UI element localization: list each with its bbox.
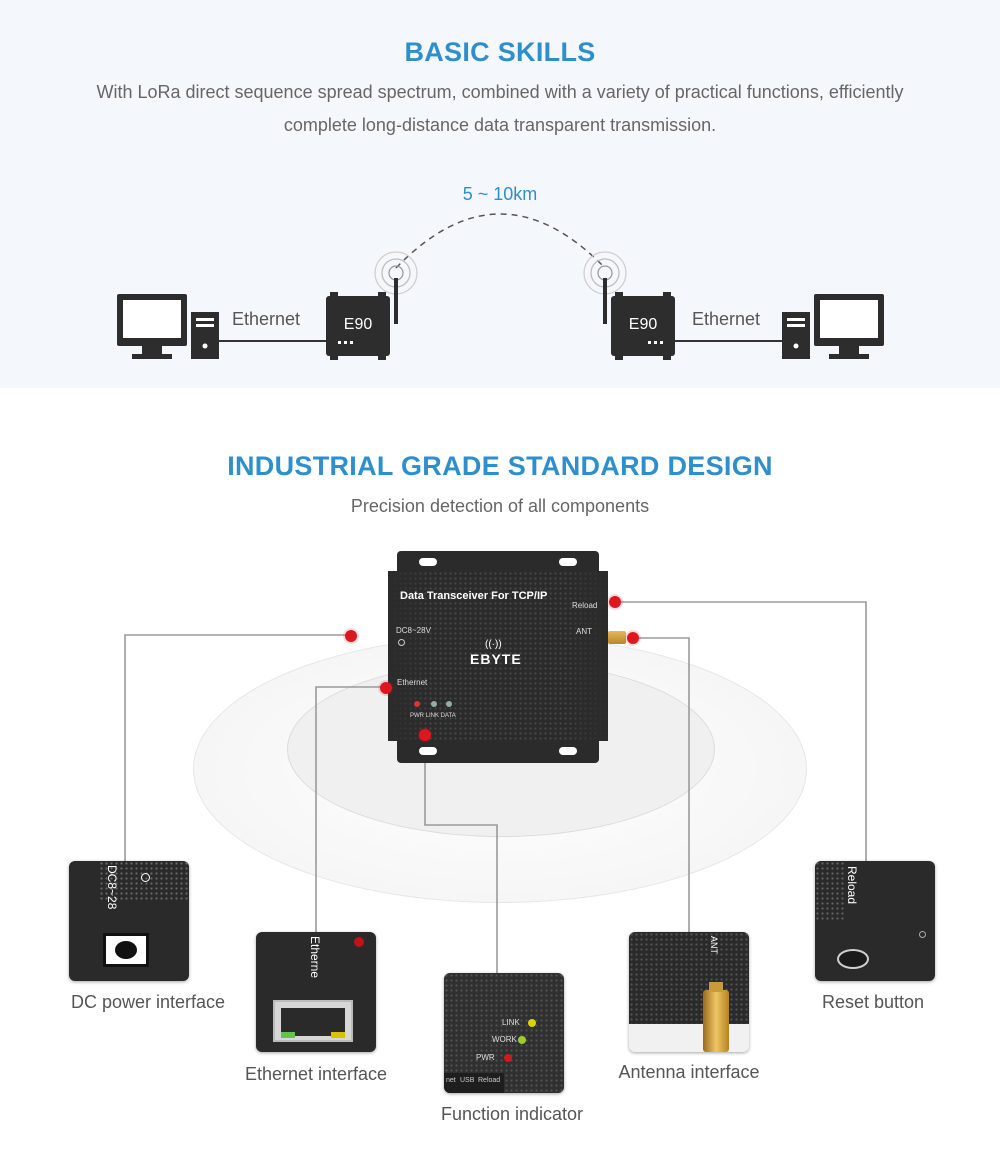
led-work-icon — [518, 1036, 526, 1044]
reset-tile-text: Reload — [845, 866, 859, 905]
industrial-design-subtitle: Precision detection of all components — [350, 496, 650, 516]
marker-reset — [609, 596, 621, 608]
led-link-icon — [528, 1019, 536, 1027]
connector-reset — [615, 601, 867, 865]
port-label-usb: USB — [460, 1077, 475, 1084]
led-data-icon — [446, 701, 452, 707]
device-brand: EBYTE — [470, 651, 522, 667]
marker-indicator — [419, 729, 431, 741]
device-reload-label: Reload — [572, 601, 598, 610]
antenna-tile-text: ANT — [709, 936, 719, 954]
marker-ethernet — [380, 682, 392, 694]
ethernet-tile: Etherne — [256, 932, 376, 1052]
antenna-tile: ANT — [629, 932, 749, 1052]
connector-dc — [124, 634, 350, 865]
device-led-labels: PWR LINK DATA — [410, 713, 456, 719]
led-link-icon — [431, 701, 437, 707]
connector-indicator — [424, 735, 498, 978]
rj45-port-icon — [273, 1000, 353, 1042]
screw-icon — [919, 931, 926, 938]
port-label-reload: Reload — [478, 1077, 501, 1084]
basic-skills-section: BASIC SKILLS With LoRa direct sequence s… — [0, 0, 1000, 388]
device-body: Data Transceiver For TCP/IP Reload DC8~2… — [388, 571, 608, 741]
function-indicator-tile: LINK WORK PWR net USB Reload — [444, 973, 564, 1093]
dc-jack-icon — [398, 639, 405, 646]
led-pwr-label: PWR — [476, 1053, 495, 1062]
reset-button-label: Reset button — [821, 992, 925, 1012]
mounting-ear-bottom — [397, 739, 599, 763]
e90-label-right: E90 — [628, 316, 658, 333]
antenna-connector-icon — [608, 631, 626, 644]
led-link-label: LINK — [502, 1018, 520, 1027]
port-label-net: net — [446, 1077, 456, 1084]
ethernet-label-right: Ethernet — [692, 309, 761, 329]
dc-power-label: DC power interface — [70, 992, 226, 1012]
dc-tile-text: DC8~28 — [105, 865, 119, 910]
ethernet-tile-text: Etherne — [308, 936, 322, 979]
led-pwr-icon — [414, 701, 420, 707]
computer-icon — [117, 294, 219, 359]
ethernet-interface-label: Ethernet interface — [244, 1064, 388, 1084]
port-strip: net USB Reload — [444, 1073, 504, 1093]
reset-button-tile: Reload — [815, 861, 935, 981]
reset-button-icon — [837, 949, 869, 969]
dc-power-tile: DC8~28 — [69, 861, 189, 981]
ethernet-label-left: Ethernet — [232, 309, 301, 329]
device-ethernet-label: Ethernet — [397, 678, 428, 687]
dc-symbol-icon — [141, 873, 150, 882]
wireless-link-arc — [395, 213, 606, 269]
device-ant-label: ANT — [576, 627, 592, 636]
indicator-led-icon — [354, 937, 364, 947]
connector-antenna — [633, 637, 690, 935]
led-work-label: WORK — [492, 1035, 517, 1044]
network-diagram — [117, 213, 884, 360]
sma-connector-icon — [703, 982, 729, 1052]
mounting-ear-top — [397, 551, 599, 573]
marker-antenna — [627, 632, 639, 644]
distance-label: 5 ~ 10km — [462, 184, 538, 204]
industrial-design-title: INDUSTRIAL GRADE STANDARD DESIGN — [227, 451, 773, 481]
computer-icon — [782, 294, 884, 359]
connector-lines — [124, 601, 867, 978]
dc-jack-icon — [103, 933, 149, 967]
industrial-design-section: INDUSTRIAL GRADE STANDARD DESIGN Precisi… — [0, 395, 1000, 1163]
function-indicator-label: Function indicator — [440, 1104, 584, 1124]
device-dc-label: DC8~28V — [396, 626, 431, 635]
connector-ethernet — [315, 686, 385, 935]
e90-device-icon — [603, 278, 675, 360]
antenna-interface-label: Antenna interface — [618, 1062, 760, 1082]
wifi-icon: ((·)) — [485, 639, 502, 650]
marker-dc — [345, 630, 357, 642]
device-name: Data Transceiver For TCP/IP — [400, 590, 548, 602]
e90-device-icon — [326, 278, 398, 360]
e90-label-left: E90 — [343, 316, 373, 333]
led-pwr-icon — [504, 1054, 512, 1062]
basic-skills-title: BASIC SKILLS — [404, 37, 596, 67]
main-device: Data Transceiver For TCP/IP Reload DC8~2… — [388, 551, 626, 766]
basic-skills-description: With LoRa direct sequence spread spectru… — [96, 82, 904, 135]
